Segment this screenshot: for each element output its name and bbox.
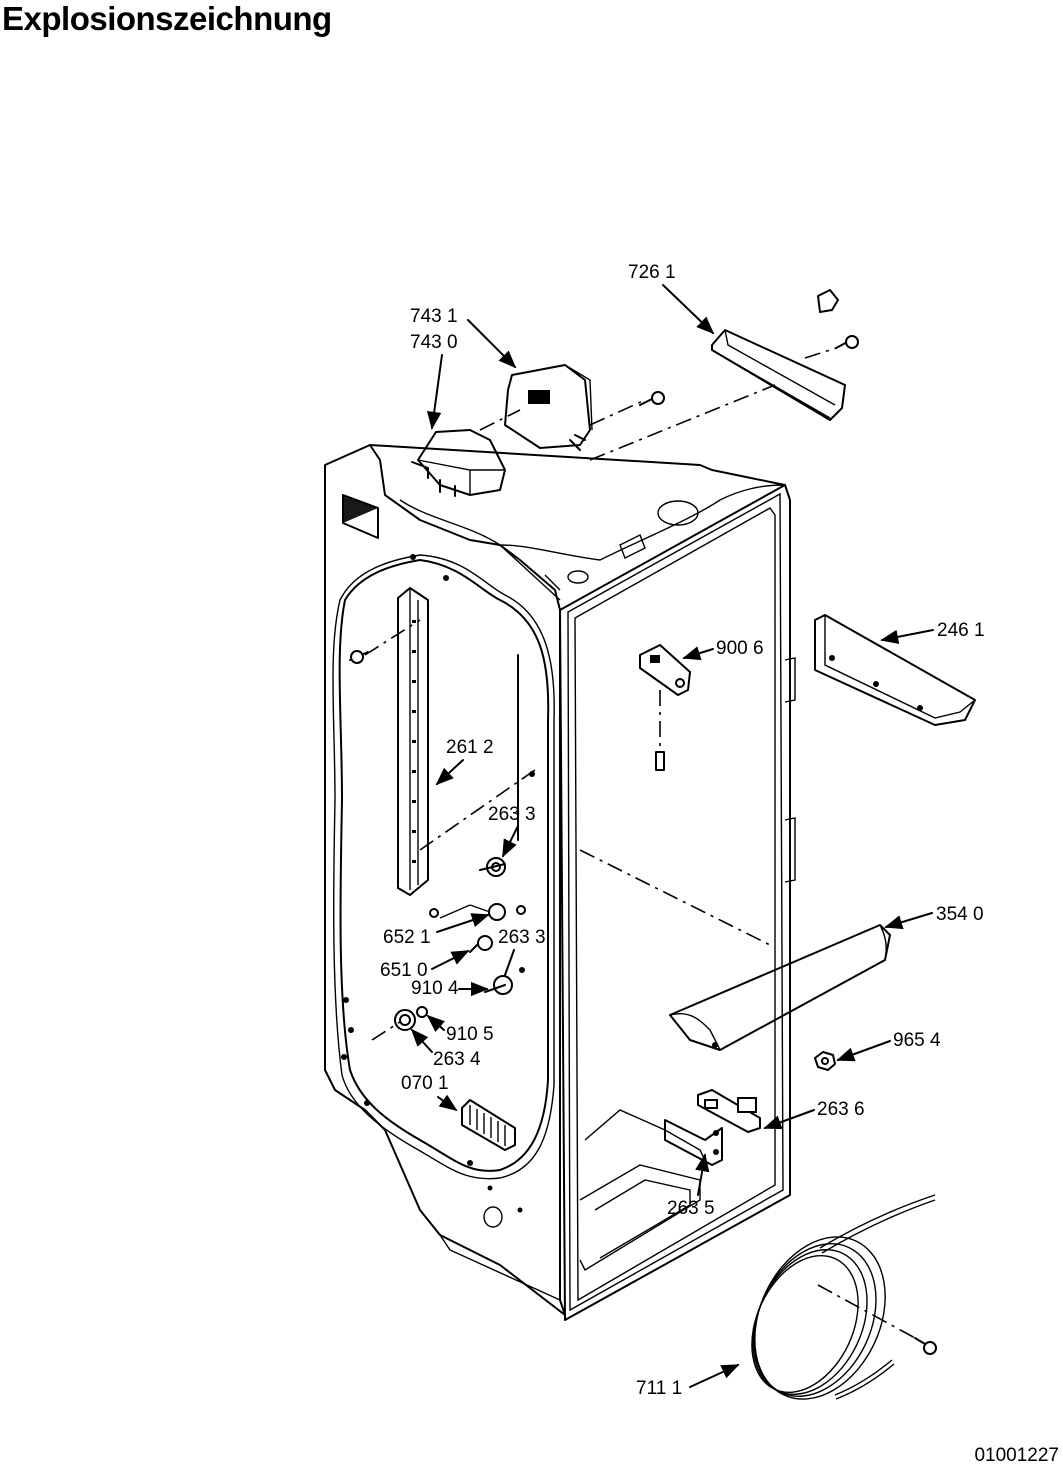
label-261-2: 261 2 (446, 737, 494, 758)
cabinet-body (324, 444, 796, 1321)
part-cover (579, 849, 891, 1051)
label-263-5: 263 5 (667, 1198, 715, 1219)
label-263-6: 263 6 (817, 1099, 865, 1120)
label-652-1: 652 1 (383, 927, 431, 948)
label-263-4: 263 4 (433, 1049, 481, 1070)
label-246-1: 246 1 (937, 620, 985, 641)
inner-side-panel (332, 554, 555, 1213)
label-910-5: 910 5 (446, 1024, 494, 1045)
part-lower-brackets (664, 1089, 761, 1166)
label-711-1: 711 1 (636, 1378, 682, 1399)
leader-lines (410, 284, 934, 1388)
part-small-components (371, 857, 526, 1151)
label-651-0: 651 0 (380, 960, 428, 981)
label-263-3-upper: 263 3 (488, 804, 536, 825)
label-726-1: 726 1 (628, 262, 676, 283)
part-bracket (639, 644, 691, 771)
label-070-1: 070 1 (401, 1073, 449, 1094)
part-top-rail (589, 289, 859, 461)
label-263-3-lower: 263 3 (498, 927, 546, 948)
document-id: 01001227 (974, 1445, 1059, 1466)
label-743-0: 743 0 (410, 332, 458, 353)
part-switch-assembly (411, 364, 665, 497)
part-coiled-tubing (751, 1194, 937, 1400)
page-title: Explosionszeichnung (2, 0, 332, 37)
part-vertical-rail (349, 587, 536, 896)
label-354-0: 354 0 (936, 904, 984, 925)
part-nut (814, 1051, 836, 1071)
label-910-4: 910 4 (411, 978, 459, 999)
label-965-4: 965 4 (893, 1030, 941, 1051)
label-900-6: 900 6 (716, 638, 764, 659)
label-743-1: 743 1 (410, 306, 458, 327)
part-channel (814, 614, 976, 726)
